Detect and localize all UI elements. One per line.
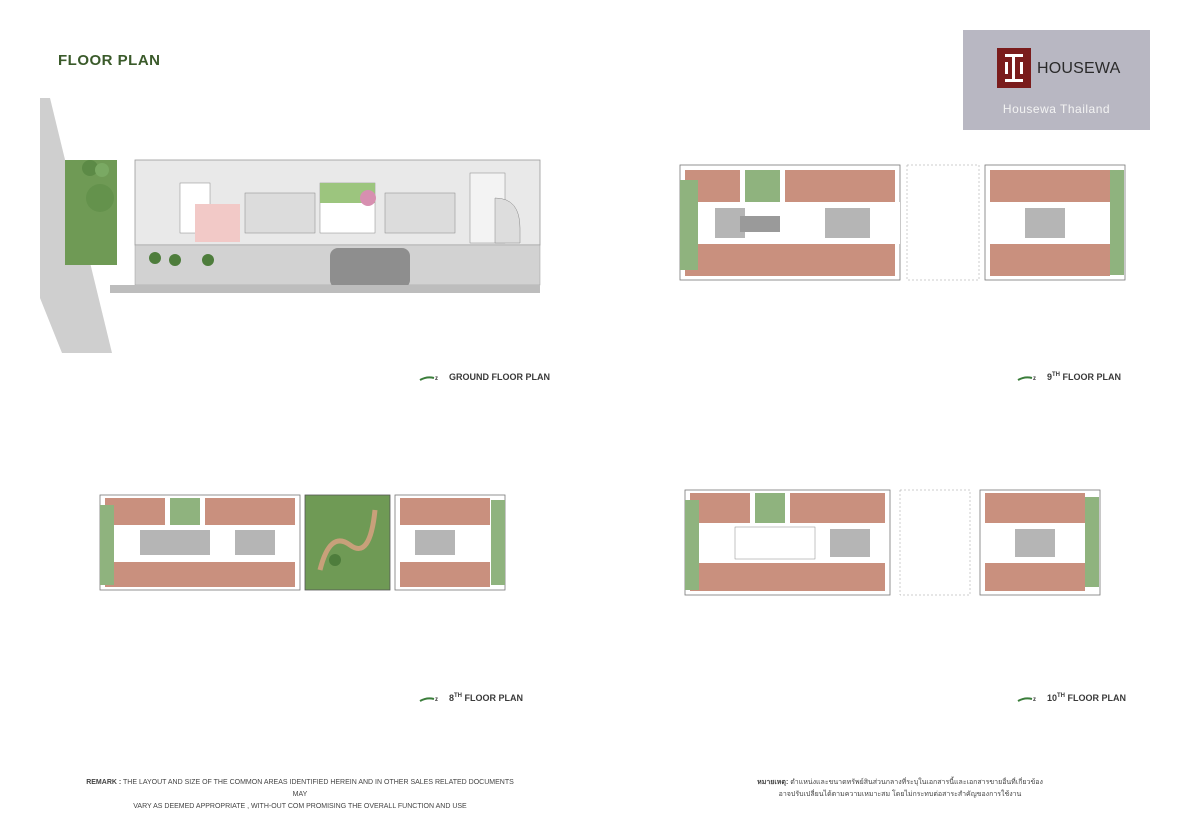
ground-floor-plan-image <box>40 98 545 353</box>
english-remark: REMARK : THE LAYOUT AND SIZE OF THE COMM… <box>80 777 520 813</box>
svg-text:z: z <box>435 697 438 703</box>
housewa-logo: HOUSEWA Housewa Thailand <box>963 30 1150 130</box>
thai-remark-line2: อาจปรับเปลี่ยนได้ตามความเหมาะสม โดยไม่กร… <box>778 791 1022 798</box>
north-arrow-icon: z <box>419 376 438 382</box>
svg-text:z: z <box>1033 697 1036 703</box>
english-remark-line2: VARY AS DEEMED APPROPRIATE , WITH-OUT CO… <box>133 803 467 810</box>
svg-text:z: z <box>435 376 438 382</box>
eighth-floor-plan-image <box>95 490 515 595</box>
north-arrow-icon: z <box>1017 376 1036 382</box>
ninth-floor-plan-image <box>675 160 1135 285</box>
north-arrow-icon: z <box>419 697 438 703</box>
english-remark-line1: THE LAYOUT AND SIZE OF THE COMMON AREAS … <box>121 779 514 798</box>
logo-brand-name: HOUSEWA <box>1037 60 1121 77</box>
logo-tagline: Housewa Thailand <box>1002 102 1111 116</box>
thai-remark: หมายเหตุ: ตำแหน่งและขนาดทรัพย์สินส่วนกลา… <box>745 777 1055 801</box>
svg-text:z: z <box>1033 376 1036 382</box>
tenth-floor-plan-image <box>680 485 1110 600</box>
thai-remark-line1: ตำแหน่งและขนาดทรัพย์สินส่วนกลางที่ระบุใน… <box>788 779 1043 786</box>
north-arrow-icon: z <box>1017 697 1036 703</box>
housewa-logo-mark-icon <box>997 48 1031 88</box>
thai-remark-label: หมายเหตุ: <box>757 779 789 786</box>
page-title: FLOOR PLAN <box>58 52 161 69</box>
english-remark-label: REMARK : <box>86 779 122 786</box>
